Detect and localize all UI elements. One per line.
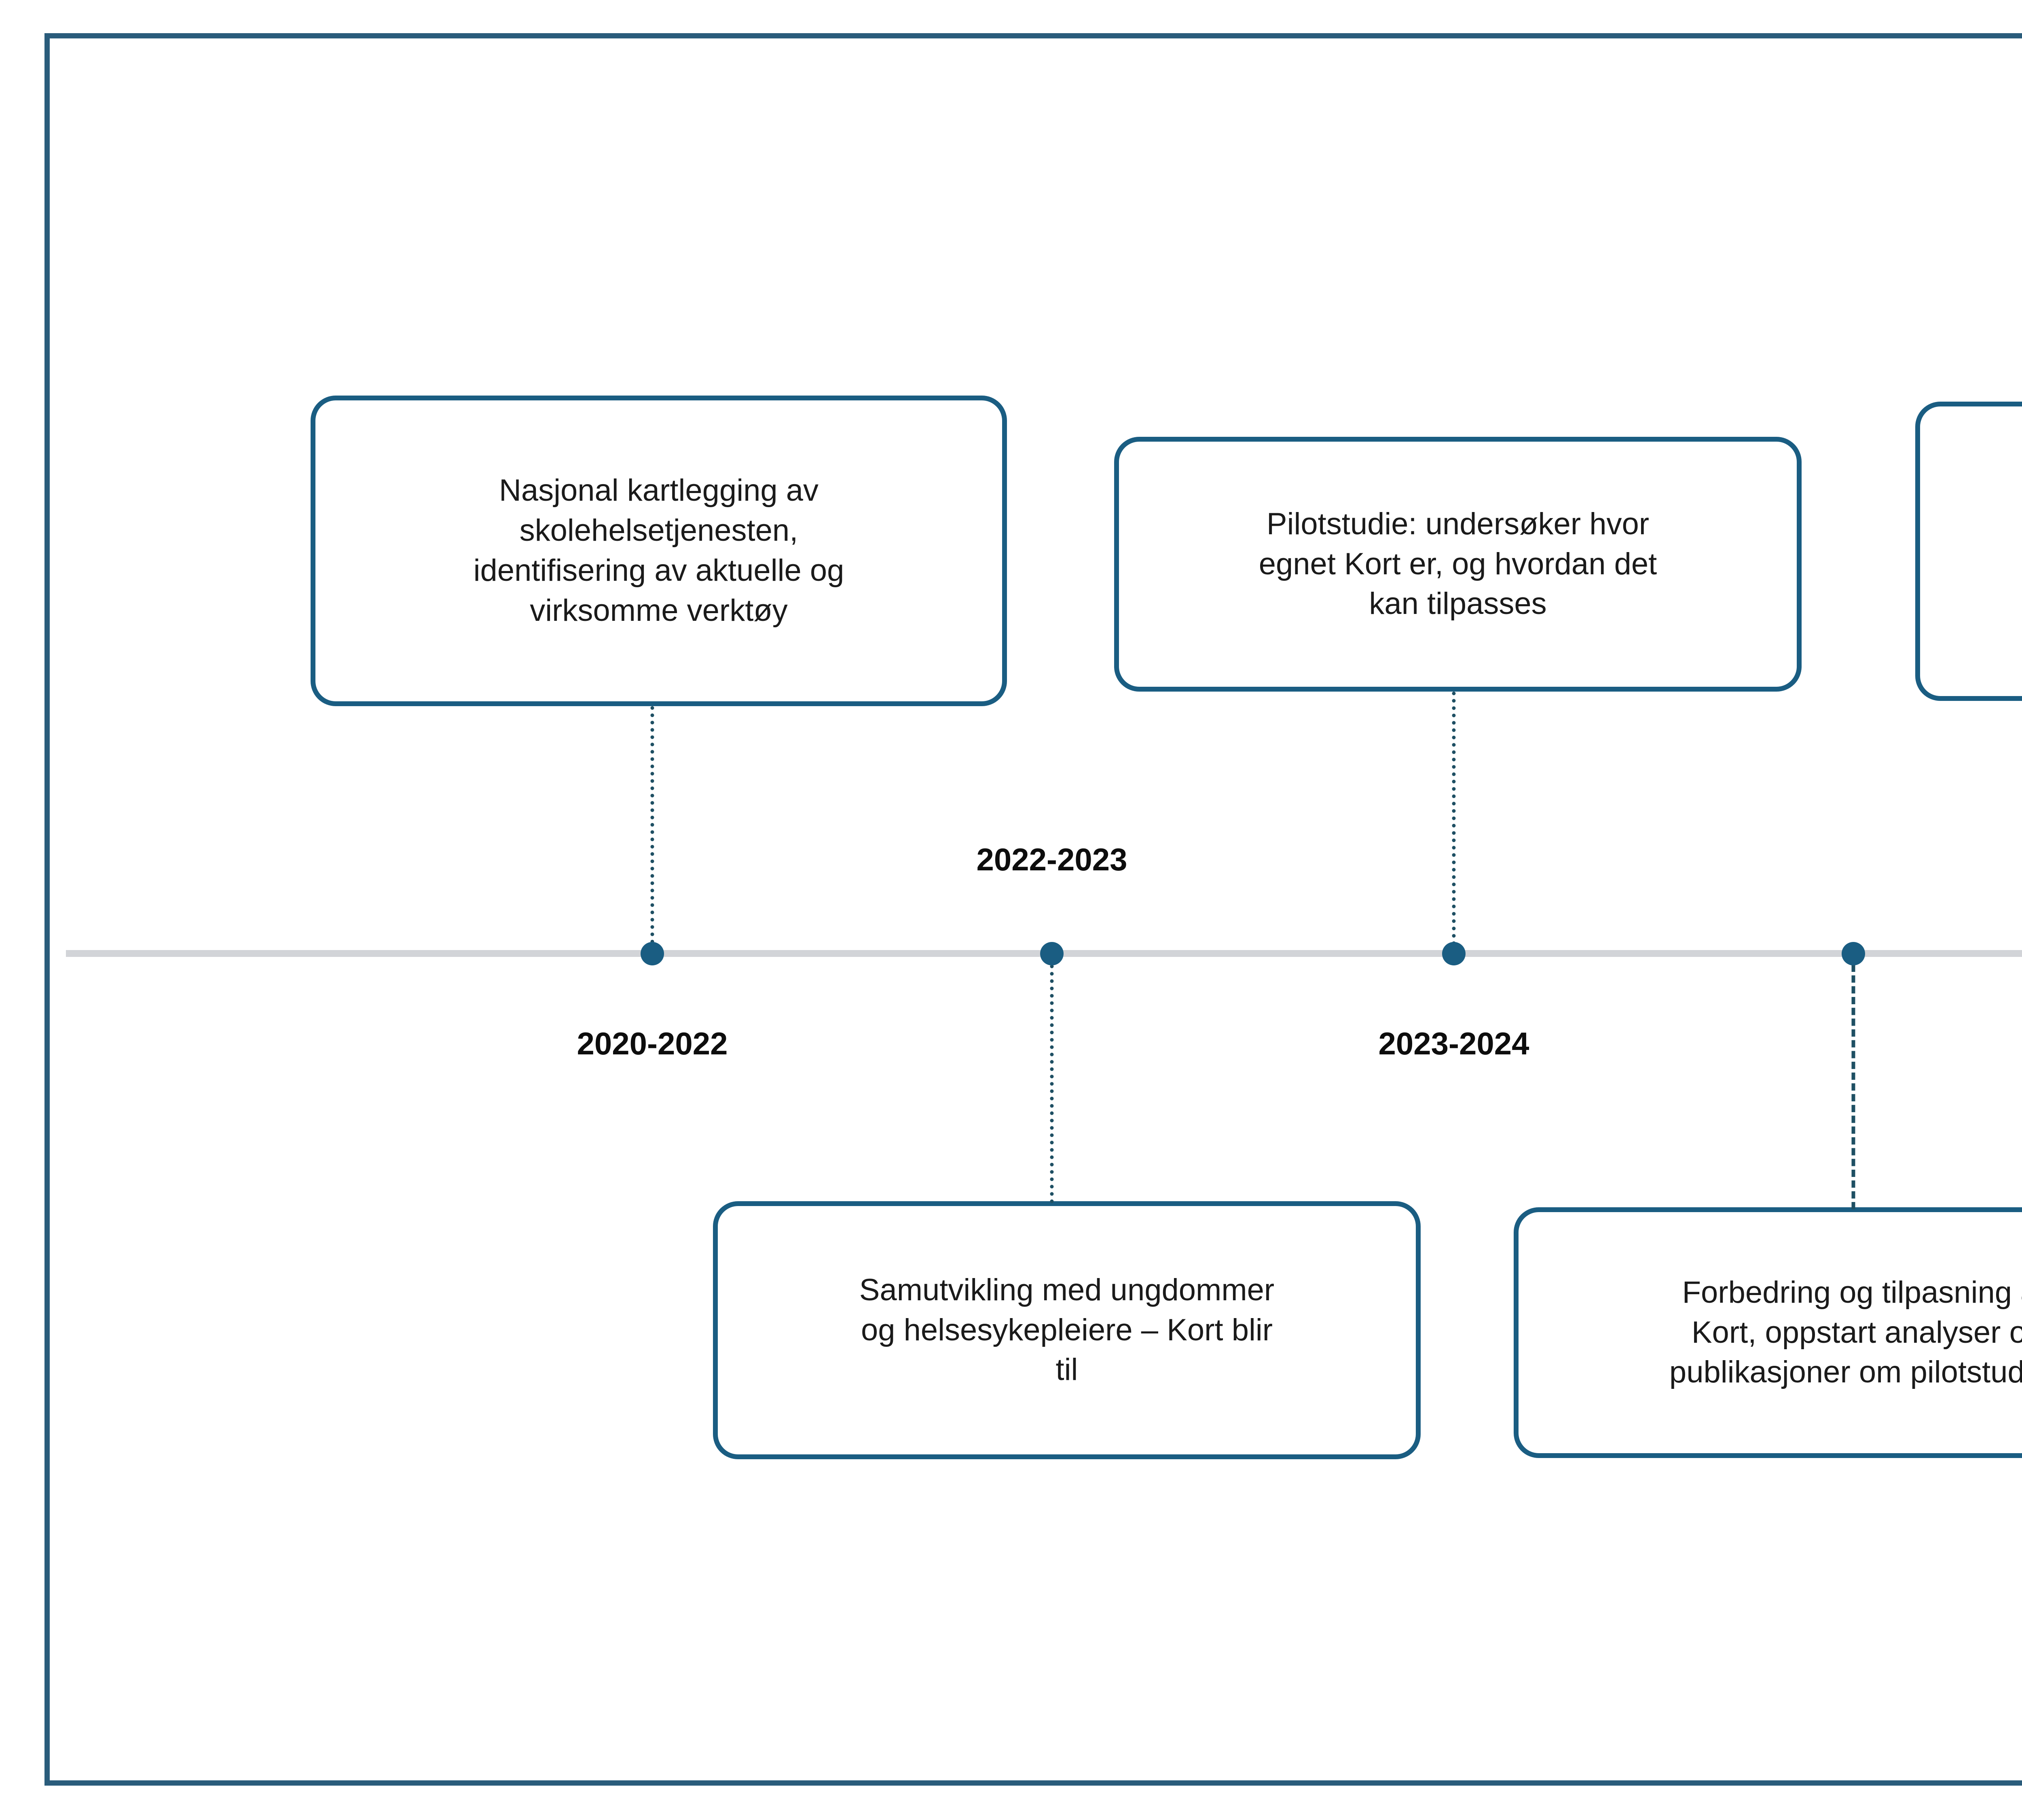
timeline-dot-m4[interactable] (1842, 942, 1865, 965)
milestone-box-text: Samutvikling med ungdommer og helsesykep… (859, 1272, 1275, 1387)
milestone-box-m2[interactable]: Samutvikling med ungdommer og helsesykep… (713, 1201, 1421, 1459)
connector-line-m1 (650, 706, 654, 951)
timeline-dot-m2[interactable] (1040, 942, 1064, 965)
milestone-box-m4[interactable]: Forbedring og tilpasning av Kort, oppsta… (1514, 1207, 2022, 1458)
milestone-box-m3[interactable]: Pilotstudie: undersøker hvor egnet Kort … (1114, 437, 1802, 692)
milestone-box-text: Forbedring og tilpasning av Kort, oppsta… (1669, 1275, 2022, 1390)
date-label-m1: 2020-2022 (577, 1026, 728, 1061)
milestone-box-text: Nasjonal kartlegging av skolehelsetjenes… (473, 473, 844, 628)
diagram-outer-frame: Nasjonal kartlegging av skolehelsetjenes… (44, 33, 2022, 1786)
timeline-dot-m1[interactable] (641, 942, 664, 965)
date-label-m3: 2023-2024 (1378, 1026, 1529, 1061)
connector-line-m3 (1452, 692, 1456, 952)
date-label-m2: 2022-2023 (976, 842, 1127, 877)
connector-line-m2 (1050, 965, 1054, 1203)
milestone-box-text: Pilotstudie: undersøker hvor egnet Kort … (1258, 506, 1657, 621)
milestone-box-m1[interactable]: Nasjonal kartlegging av skolehelsetjenes… (311, 396, 1007, 706)
milestone-box-m5[interactable]: Oppstart effektstudie: Undersøker effekt… (1915, 402, 2022, 701)
timeline-dot-m3[interactable] (1442, 942, 1466, 965)
connector-line-m4 (1851, 965, 1855, 1209)
